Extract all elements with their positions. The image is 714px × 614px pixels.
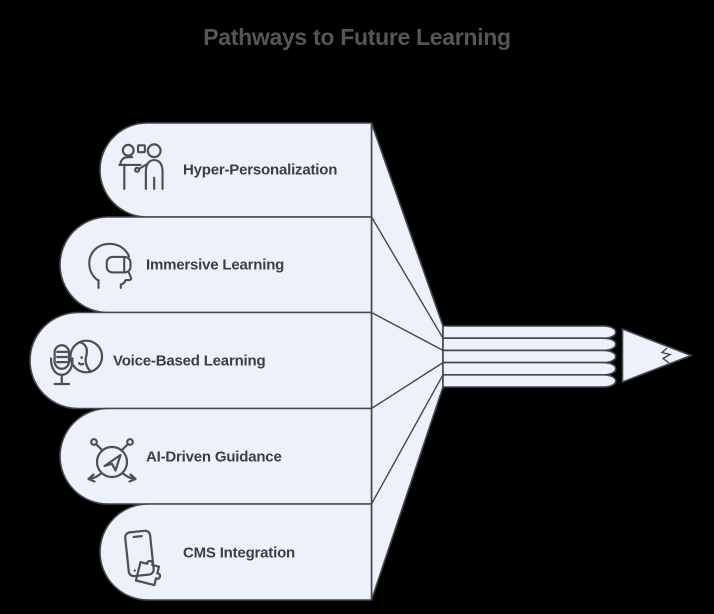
presenter-audience-icon: [118, 143, 164, 191]
network-navigation-icon: [87, 438, 137, 483]
item-label-immersive-learning: Immersive Learning: [146, 256, 285, 274]
diagram-title: Pathways to Future Learning: [203, 24, 511, 50]
item-label-voice-based-learning: Voice-Based Learning: [113, 352, 266, 370]
pencil-body: [442, 325, 617, 388]
pill-voice-based-learning: [29, 311, 373, 410]
item-label-ai-driven-guidance: AI-Driven Guidance: [146, 448, 282, 466]
item-label-hyper-personalization: Hyper-Personalization: [183, 161, 338, 179]
microphone-face-icon: [49, 339, 104, 386]
pill-cms-integration: [99, 503, 373, 601]
funnel-shape: [370, 122, 444, 601]
pencil-tip-squiggle: [660, 347, 672, 364]
item-label-cms-integration: CMS Integration: [183, 544, 295, 562]
vr-headset-icon: [88, 242, 133, 289]
pill-ai-driven-guidance: [59, 407, 373, 505]
phone-puzzle-icon: [124, 529, 162, 587]
pencil-tip: [621, 327, 694, 384]
